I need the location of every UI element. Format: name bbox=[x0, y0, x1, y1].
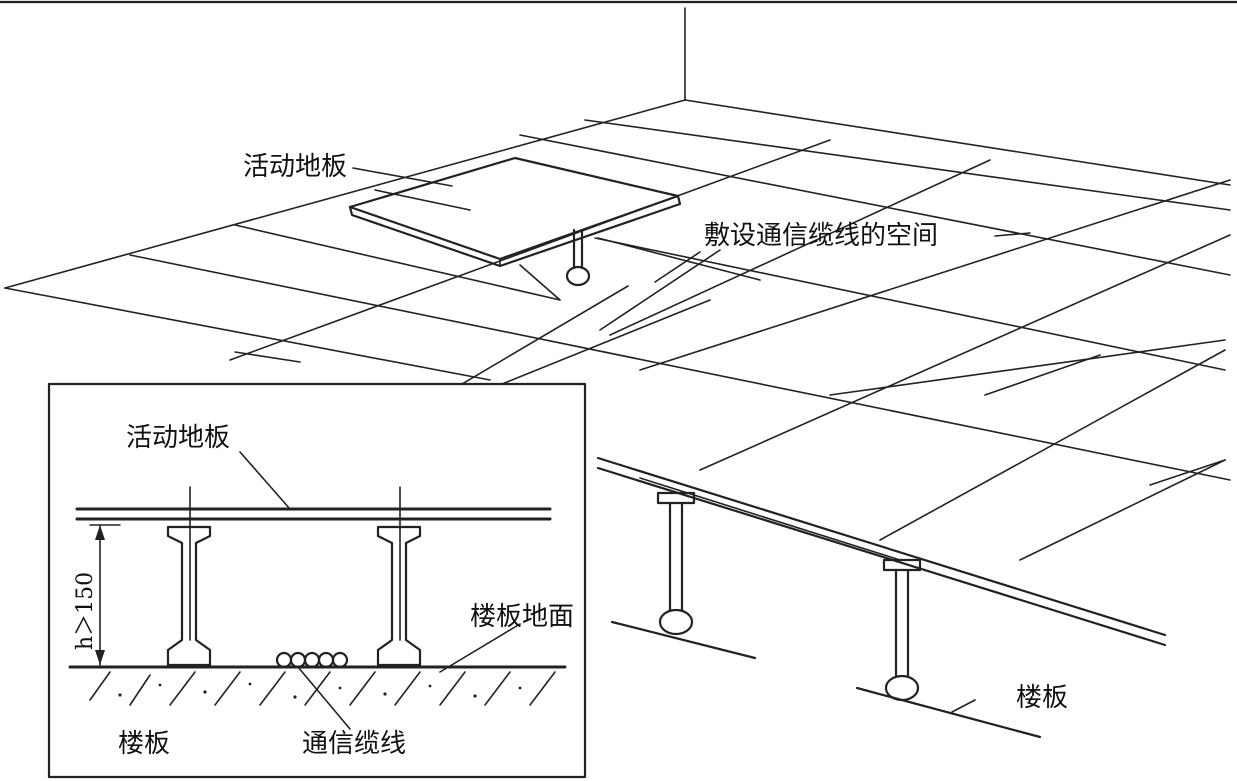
label-floor-surface: 楼板地面 bbox=[470, 602, 574, 632]
comm-cables-graphic bbox=[275, 651, 349, 669]
inset-pedestal-right bbox=[376, 486, 422, 667]
floor-grid bbox=[4, 99, 1231, 561]
inset-slab bbox=[68, 665, 567, 706]
inset-pedestal-left bbox=[166, 486, 212, 667]
label-height-dimension: h＞150 bbox=[73, 572, 98, 650]
room-corner bbox=[684, 7, 1231, 186]
label-inset-floor-panel: 活动地板 bbox=[126, 423, 230, 453]
label-inset-slab: 楼板 bbox=[118, 729, 170, 759]
label-top-floor-panel: 活动地板 bbox=[243, 152, 347, 182]
section-cut bbox=[596, 456, 1167, 739]
height-dimension bbox=[89, 524, 121, 666]
lifted-floor-panel bbox=[348, 156, 761, 287]
inset-floor-panel bbox=[75, 507, 552, 521]
label-slab: 楼板 bbox=[1016, 683, 1068, 713]
inset-frame bbox=[47, 285, 711, 779]
label-comm-cables: 通信缆线 bbox=[302, 729, 406, 759]
label-cable-space: 敷设通信缆线的空间 bbox=[704, 221, 938, 251]
leader-lines bbox=[239, 167, 1031, 730]
